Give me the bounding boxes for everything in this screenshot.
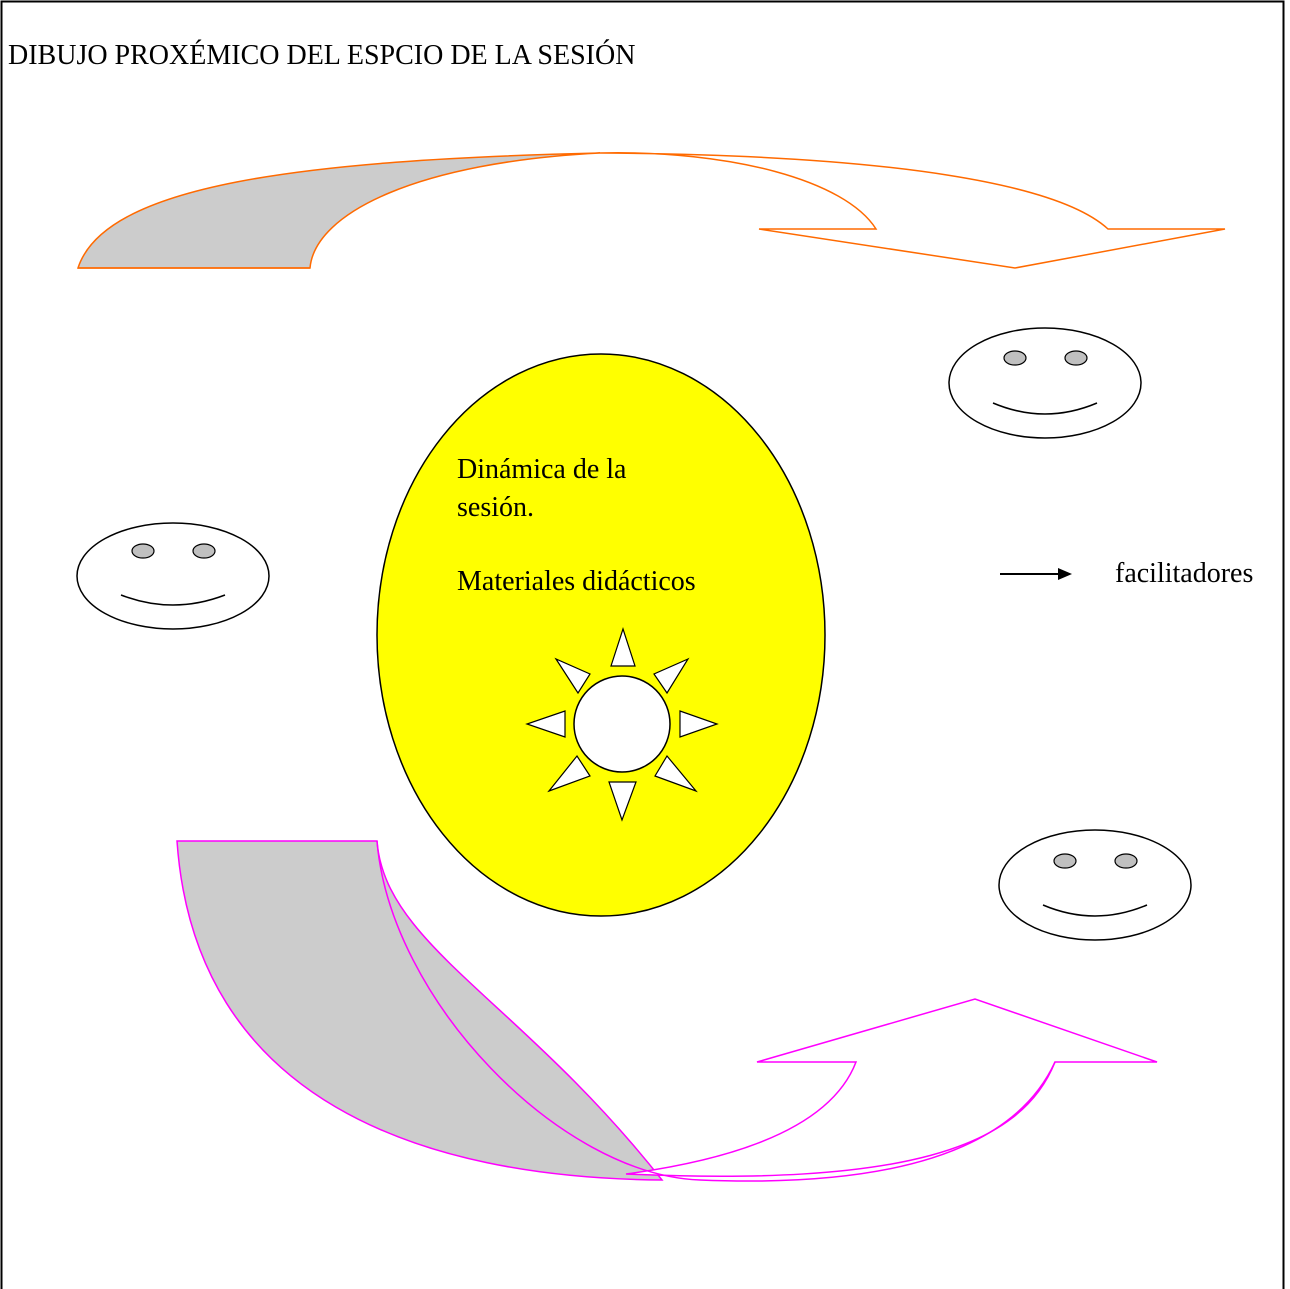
face-eye-right xyxy=(1114,853,1138,869)
sun-ray xyxy=(653,657,690,695)
center-ellipse xyxy=(376,353,826,917)
bottom-curved-arrow xyxy=(176,840,1158,1182)
sun-ray xyxy=(608,781,637,822)
top-arrow-body xyxy=(599,152,1226,269)
face-eye-left xyxy=(131,543,155,559)
smiley-face-icon xyxy=(948,327,1142,439)
bottom-arrow-shadow xyxy=(176,840,664,1181)
face-outline xyxy=(998,829,1192,941)
bottom-arrow-body xyxy=(625,998,1158,1177)
smiley-face-icon xyxy=(998,829,1192,941)
face-smile xyxy=(1042,904,1148,917)
face-eye-right xyxy=(1064,350,1088,366)
face-outline xyxy=(948,327,1142,439)
sun-ray xyxy=(554,657,591,695)
sun-icon xyxy=(525,627,719,822)
smiley-face-icon xyxy=(76,522,270,630)
page-title: DIBUJO PROXÉMICO DEL ESPCIO DE LA SESIÓN xyxy=(8,40,636,71)
right-arrow-icon xyxy=(1000,568,1072,580)
sun-ray xyxy=(610,627,636,667)
center-text-line-1: Dinámica de la xyxy=(457,454,627,485)
sun-ray xyxy=(679,710,719,738)
face-eye-left xyxy=(1053,853,1077,869)
face-smile xyxy=(992,402,1098,415)
top-curved-arrow xyxy=(76,152,1226,269)
sun-ray xyxy=(525,710,566,738)
center-text-line-3: Materiales didácticos xyxy=(457,566,696,597)
legend-arrow-head xyxy=(1058,568,1072,580)
sun-core xyxy=(573,675,671,773)
sun-ray xyxy=(547,754,591,793)
top-arrow-shadow xyxy=(76,152,601,269)
face-smile xyxy=(120,594,226,606)
face-eye-right xyxy=(192,543,216,559)
face-eye-left xyxy=(1003,350,1027,366)
center-text-line-2: sesión. xyxy=(457,492,534,523)
bottom-arrow-underside xyxy=(376,840,1056,1182)
sun-ray xyxy=(654,754,698,793)
face-outline xyxy=(76,522,270,630)
legend-label: facilitadores xyxy=(1115,558,1254,589)
